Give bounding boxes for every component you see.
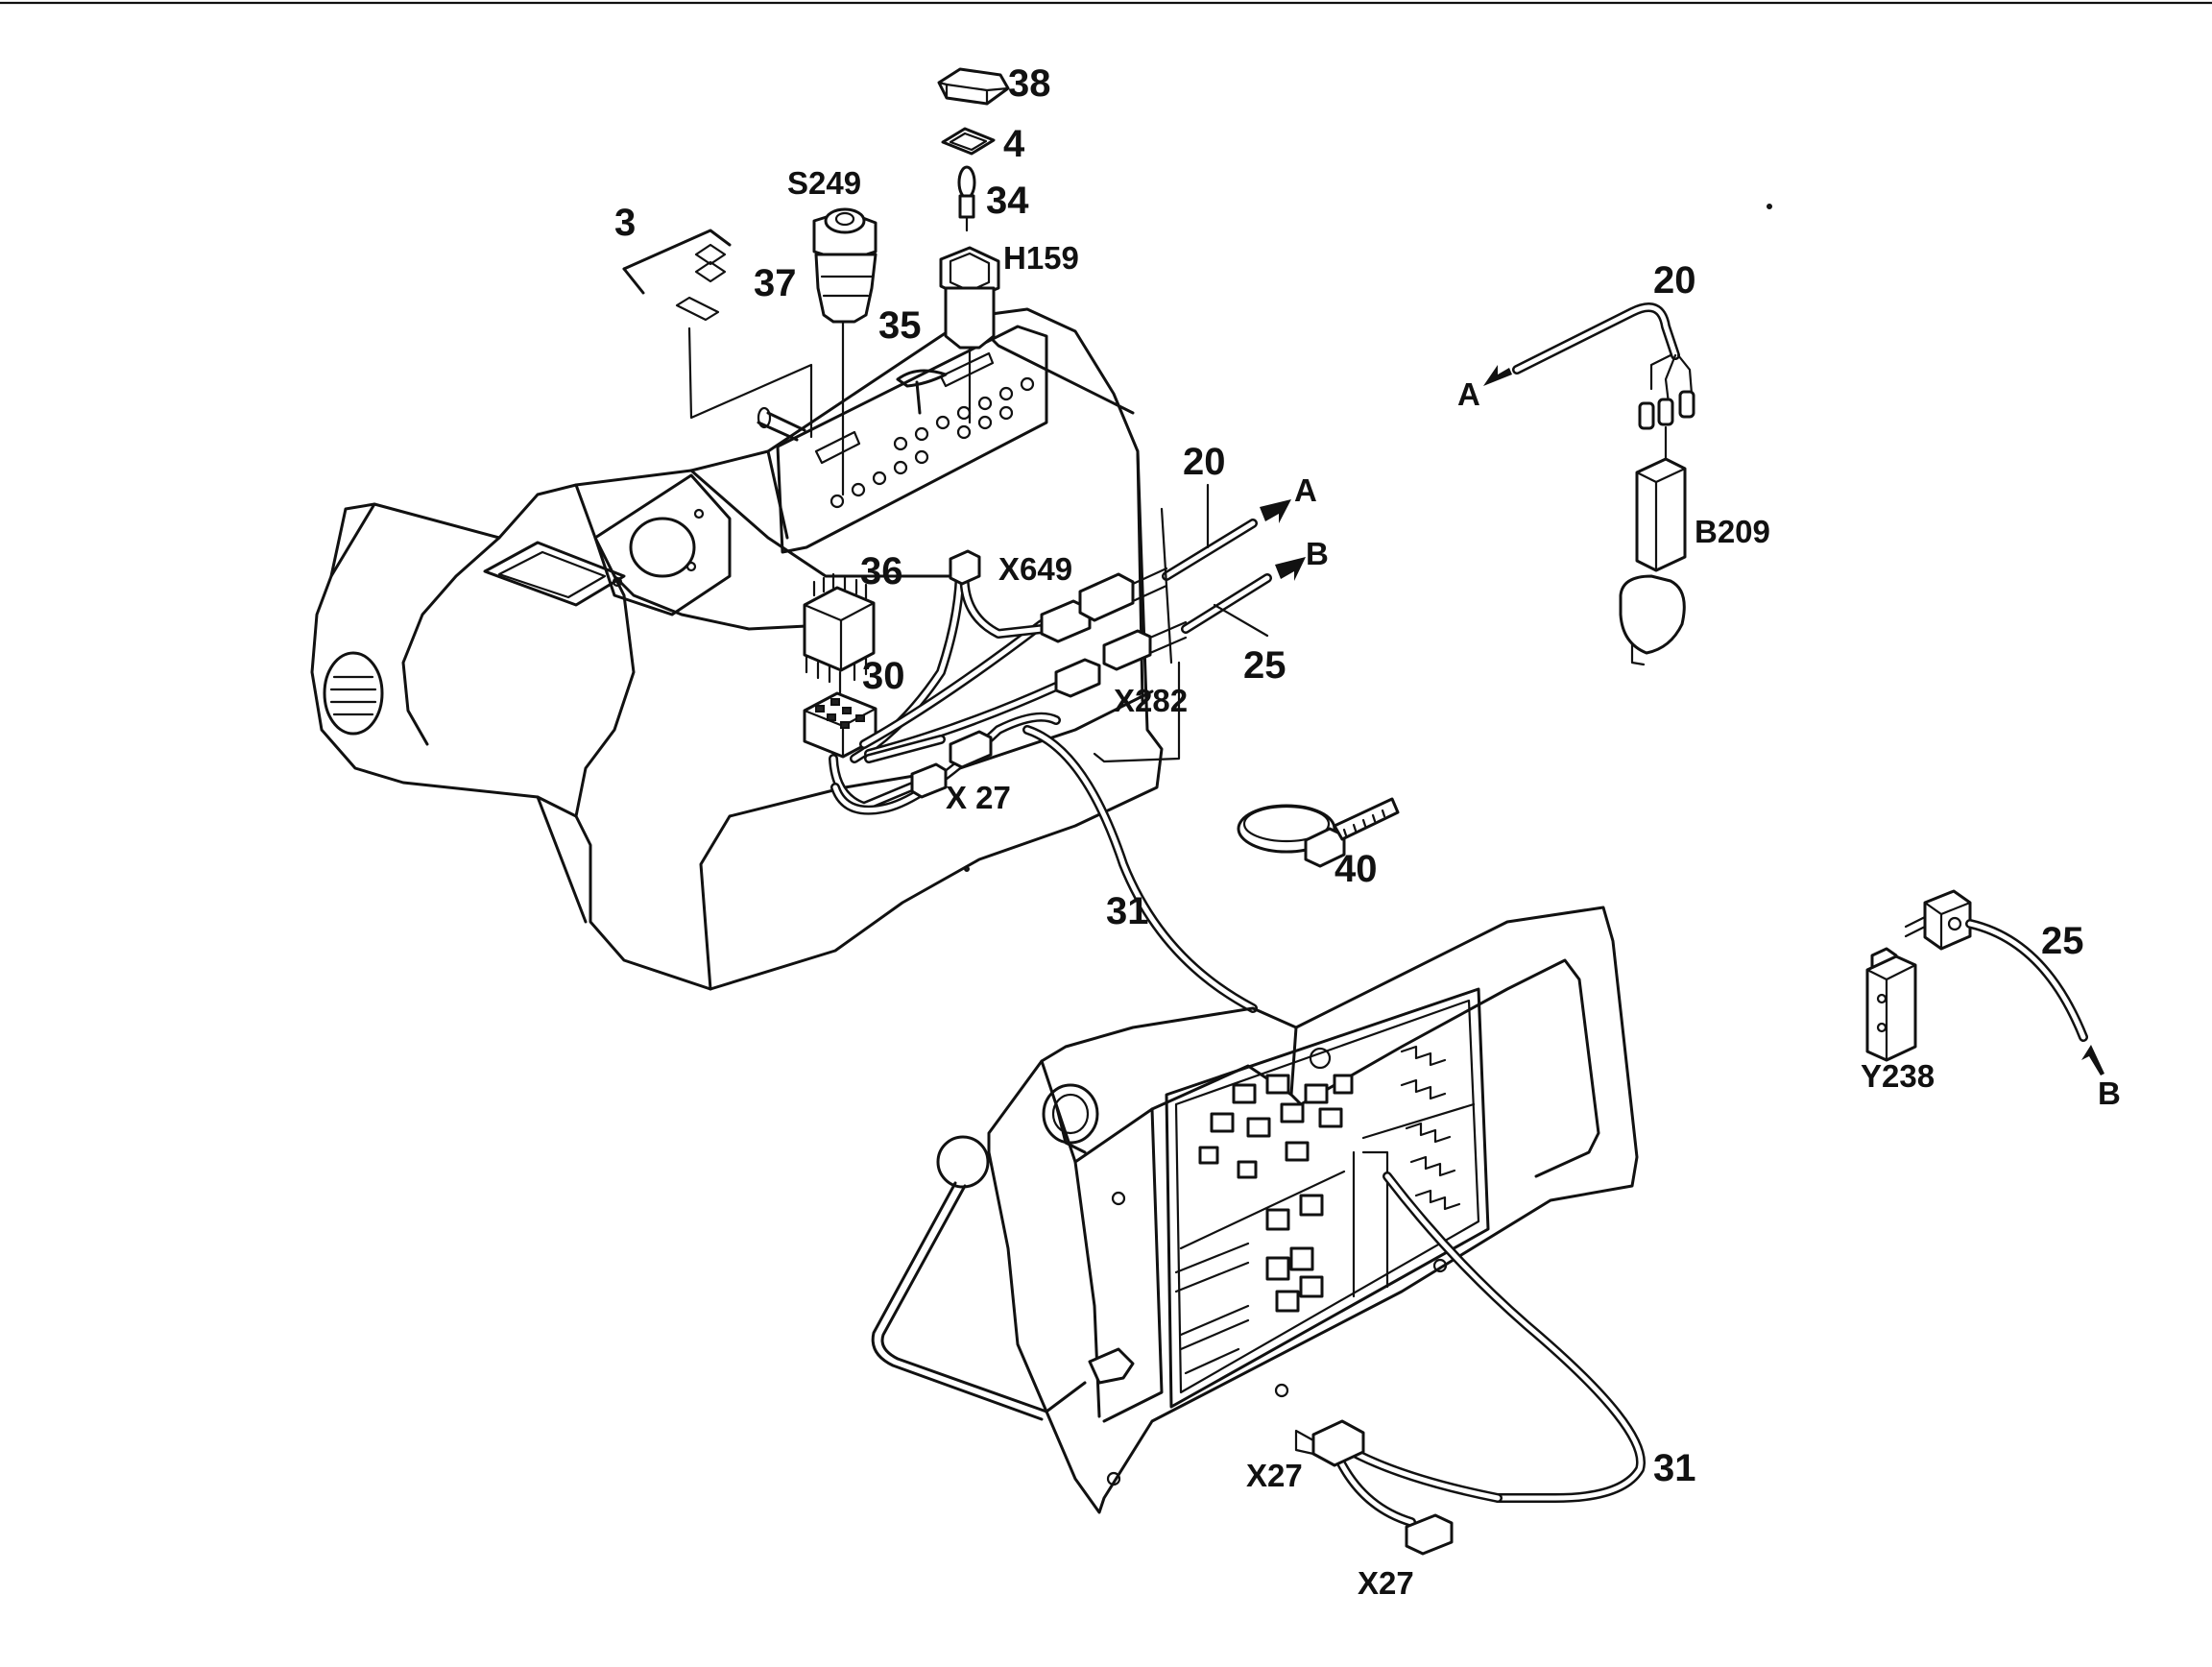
label-25-upper: 25 — [1243, 644, 1286, 687]
lower-control-box — [871, 906, 1639, 1514]
connector-x27-lower-b — [1405, 1513, 1454, 1556]
label-20-upper: 20 — [1183, 441, 1226, 483]
label-37: 37 — [754, 262, 797, 304]
label-x27-lower-bottom: X27 — [1358, 1565, 1414, 1601]
label-30: 30 — [862, 655, 905, 697]
connector-x649-left — [1040, 599, 1092, 643]
vent-grille-icon — [323, 651, 384, 736]
connector-x649-right — [1078, 572, 1135, 622]
upper-wiring-harness — [829, 483, 1306, 1013]
arrow-b-upper-icon — [1275, 557, 1306, 581]
connector-x27-upper-b — [910, 762, 948, 799]
label-31-lower: 31 — [1653, 1447, 1696, 1489]
arrow-b-right-icon — [2081, 1045, 2104, 1075]
label-s249: S249 — [787, 165, 861, 201]
terminal-strip — [1400, 1045, 1461, 1211]
knob-ball-icon — [936, 1135, 990, 1189]
label-34: 34 — [986, 180, 1029, 222]
sensor-b209-detail — [1483, 302, 1695, 666]
lower-wiring-harness — [1294, 1172, 1646, 1556]
label-35: 35 — [878, 304, 922, 347]
label-x27-lower-left: X27 — [1246, 1458, 1303, 1493]
label-31-upper: 31 — [1106, 890, 1149, 932]
label-3: 3 — [614, 202, 636, 244]
label-x27-upper: X 27 — [946, 780, 1011, 815]
label-b209: B209 — [1695, 514, 1770, 549]
label-x282: X282 — [1114, 683, 1188, 718]
label-36: 36 — [860, 550, 903, 592]
label-y238: Y238 — [1861, 1058, 1935, 1094]
cable-tie-40 — [1237, 797, 1400, 868]
connector-x282-right — [1102, 629, 1152, 671]
upper-console-housing — [310, 307, 1164, 991]
label-38: 38 — [1008, 62, 1051, 105]
valve-y238-detail — [1865, 889, 2104, 1075]
key-switch-s249 — [812, 207, 878, 496]
part-labels: 38 4 34 S249 3 37 H159 35 20 A B 36 X649… — [614, 62, 2121, 1601]
indicator-lamp-h159 — [939, 246, 1000, 424]
circuit-components — [1198, 1074, 1354, 1313]
connector-small-top — [949, 549, 981, 586]
relay-36 — [803, 572, 876, 684]
label-25-right: 25 — [2041, 920, 2084, 962]
label-arrow-b-upper: B — [1306, 536, 1329, 571]
label-arrow-b-right: B — [2098, 1075, 2121, 1111]
connector-x282-left — [1054, 658, 1101, 698]
switch-plate-holes — [830, 376, 1035, 509]
label-x649: X649 — [998, 551, 1072, 587]
label-4: 4 — [1003, 123, 1025, 165]
label-arrow-a-upper: A — [1294, 472, 1317, 508]
label-20-right: 20 — [1653, 259, 1696, 302]
label-40: 40 — [1334, 848, 1378, 890]
label-sheet-part — [622, 229, 813, 439]
connector-x27-upper-a — [949, 730, 993, 769]
label-arrow-a-right: A — [1457, 376, 1480, 412]
cap-38 — [937, 67, 1010, 106]
arrow-a-upper-icon — [1260, 499, 1291, 523]
bulb-34 — [957, 165, 976, 232]
label-h159: H159 — [1003, 240, 1079, 276]
arrow-a-right-icon — [1483, 365, 1512, 386]
lens-4 — [941, 127, 996, 156]
